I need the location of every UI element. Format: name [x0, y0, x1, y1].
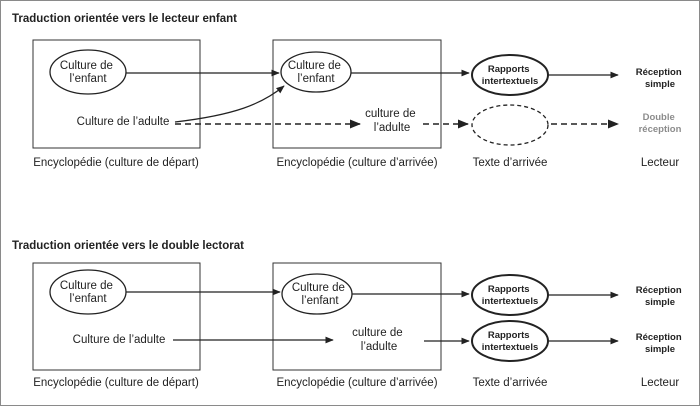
- footer-source-encyclopedia: Encyclopédie (culture de départ): [33, 377, 199, 389]
- source-encyclopedia-box: [32, 262, 201, 371]
- intertextual-relations-ellipse-bottom: [471, 320, 549, 362]
- target-adult-culture-label: culture de l’adulte: [352, 327, 406, 353]
- source-adult-culture-label: Culture de l’adulte: [77, 116, 170, 128]
- target-child-culture-label: Culture de l’enfant: [288, 60, 344, 85]
- arrow-adult-to-target-child: [174, 85, 285, 123]
- intertextual-relations-label-top: Rapports intertextuels: [482, 284, 539, 307]
- footer-target-text: Texte d’arrivée: [473, 377, 548, 389]
- intertextual-relations-label-bottom: Rapports intertextuels: [482, 330, 539, 353]
- intertextual-relations-label: Rapports intertextuels: [482, 64, 539, 87]
- source-child-culture-label: Culture de l’enfant: [60, 60, 116, 85]
- intertextual-relations-ellipse-top: [471, 274, 549, 316]
- target-child-culture-label: Culture de l’enfant: [292, 282, 348, 307]
- footer-target-encyclopedia: Encyclopédie (culture d’arrivée): [276, 157, 437, 169]
- footer-reader: Lecteur: [641, 157, 680, 169]
- double-reception-label: Double réception: [639, 112, 682, 135]
- intertextual-relations-ellipse: [471, 54, 549, 96]
- diagram-child-oriented: Traduction orientée vers le lecteur enfa…: [12, 13, 685, 169]
- source-child-culture-ellipse: [49, 49, 127, 95]
- diagram-dual-readership: Traduction orientée vers le double lecto…: [12, 240, 685, 389]
- diagram-title: Traduction orientée vers le lecteur enfa…: [12, 13, 237, 25]
- empty-dashed-ellipse: [471, 104, 549, 146]
- simple-reception-label-top: Réception simple: [636, 285, 685, 308]
- footer-target-text: Texte d’arrivée: [473, 157, 548, 169]
- source-child-culture-ellipse: [49, 269, 127, 315]
- simple-reception-label: Réception simple: [636, 67, 685, 90]
- footer-reader: Lecteur: [641, 377, 680, 389]
- target-encyclopedia-box: [272, 39, 442, 149]
- footer-target-encyclopedia: Encyclopédie (culture d’arrivée): [276, 377, 437, 389]
- diagram-title: Traduction orientée vers le double lecto…: [12, 240, 244, 252]
- target-adult-culture-label: culture de l’adulte: [365, 108, 419, 134]
- source-adult-culture-label: Culture de l’adulte: [73, 334, 166, 346]
- target-encyclopedia-box: [272, 262, 442, 371]
- simple-reception-label-bottom: Réception simple: [636, 332, 685, 355]
- source-encyclopedia-box: [32, 39, 201, 149]
- source-child-culture-label: Culture de l’enfant: [60, 280, 116, 305]
- target-child-culture-ellipse: [281, 273, 353, 315]
- footer-source-encyclopedia: Encyclopédie (culture de départ): [33, 157, 199, 169]
- target-child-culture-ellipse: [280, 51, 352, 93]
